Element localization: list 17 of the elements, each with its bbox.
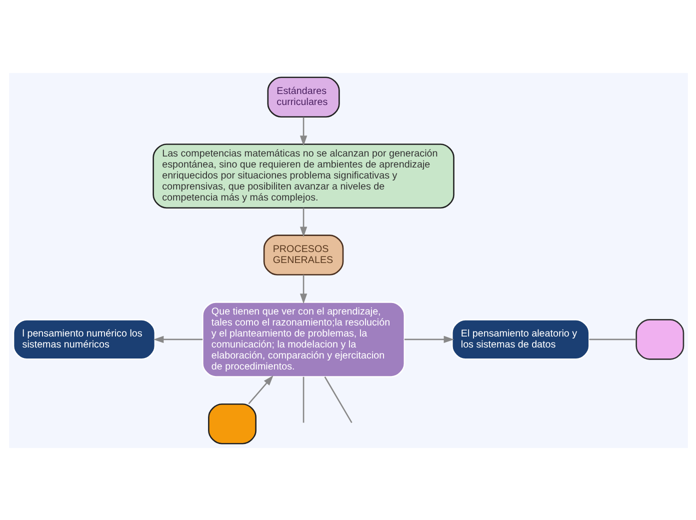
node-box: Que tienen que ver con el aprendizaje, tales como el razonamiento;la resolución y el planteamiento de problemas, la comunicación; la modelacion y la elaboración, comparación y ejercitacion de procedimientos. [202, 301, 405, 377]
node-box: Estándares curriculares [266, 76, 340, 118]
node-box: l pensamiento numérico los sistemas numéricos [12, 318, 156, 360]
connector [324, 376, 352, 423]
connector [588, 338, 636, 340]
arrow [152, 335, 202, 343]
node-box [208, 402, 256, 444]
connector [302, 376, 304, 422]
node-box [635, 318, 684, 360]
arrow [299, 274, 307, 304]
arrow [404, 335, 454, 343]
node-box: PROCESOS GENERALES [262, 234, 344, 275]
arrow [248, 374, 273, 404]
node-box: Las competencias matemáticas no se alcanzan por generación espontánea, sino que requieren de ambientes de aprendizaje enriquecidos por situaciones problema significativas y comprensivas, que posibiliten avanzar a niveles de competencia más y más complejos. [152, 143, 454, 208]
arrow [299, 207, 307, 237]
arrow [299, 116, 307, 146]
node-box: El pensamiento aleatorio y los sistemas de datos [450, 318, 590, 360]
